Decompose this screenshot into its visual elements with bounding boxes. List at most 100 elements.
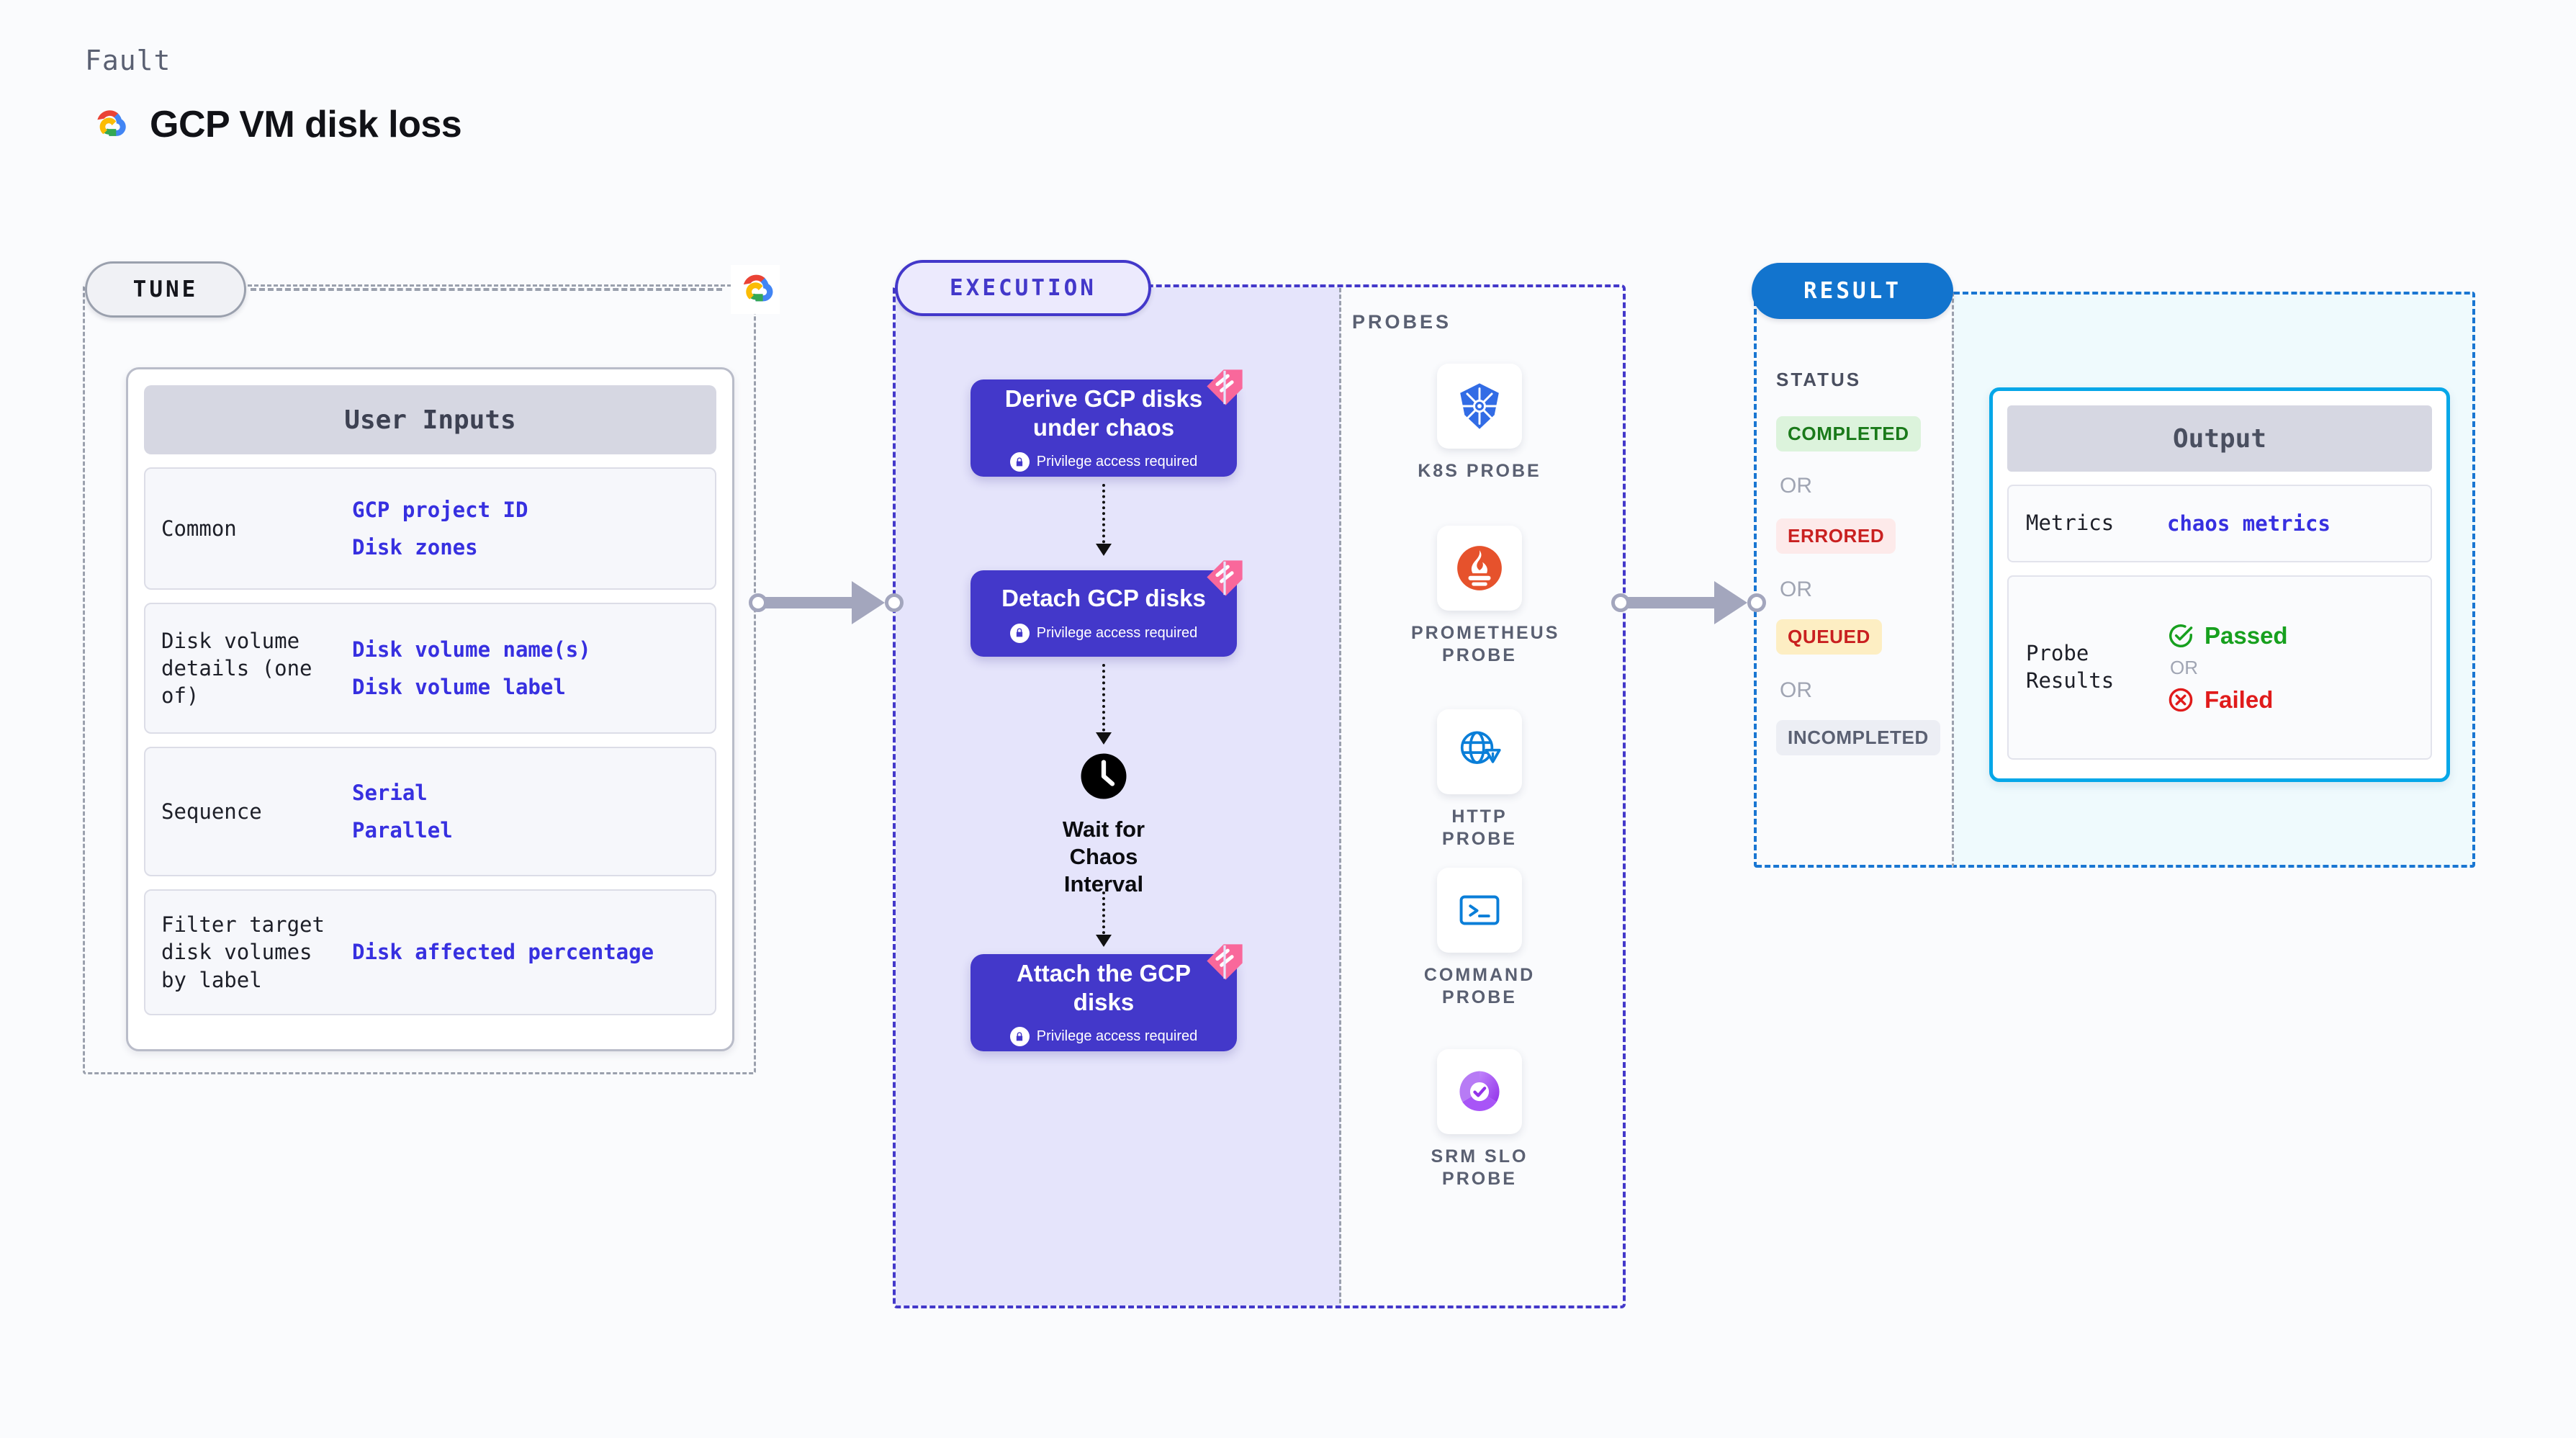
node-subtitle: Privilege access required	[1009, 1027, 1198, 1047]
http-globe-icon	[1460, 731, 1501, 764]
row-key: Common	[161, 516, 237, 541]
kubernetes-icon	[1460, 383, 1499, 429]
probe-tile	[1437, 526, 1522, 611]
page-header: GCP VM disk loss	[85, 101, 462, 148]
probe-label: PROMETHEUS PROBE	[1411, 623, 1560, 666]
output-card: Output Metrics chaos metrics Probe Resul…	[1989, 387, 2450, 782]
row-key: Filter target disk volumes by label	[161, 912, 325, 992]
probe-http[interactable]: HTTP PROBE	[1411, 709, 1548, 851]
status-or-label: OR	[1780, 678, 1812, 702]
probe-result-failed: Failed	[2167, 686, 2288, 714]
node-title: Derive GCP disks under chaos	[1004, 385, 1203, 441]
flow-node-derive-disks[interactable]: Derive GCP disks under chaos Privilege a…	[970, 369, 1243, 477]
connector-bar	[1627, 597, 1720, 608]
table-row: Common GCP project ID Disk zones	[144, 467, 716, 590]
status-badge-errored: ERRORED	[1776, 518, 1896, 554]
row-key: Sequence	[161, 799, 262, 824]
row-values: Serial Parallel	[352, 781, 453, 842]
row-values: Disk affected percentage	[352, 940, 654, 964]
status-badge-completed: COMPLETED	[1776, 416, 1921, 451]
flow-node-detach-disks[interactable]: Detach GCP disks Privilege access requir…	[970, 560, 1243, 657]
table-row: Disk volume details (one of) Disk volume…	[144, 603, 716, 734]
litmus-ribbon-icon	[1207, 944, 1243, 980]
lock-icon	[1009, 623, 1030, 643]
probe-result-label: Passed	[2205, 621, 2288, 649]
x-circle-icon	[2169, 688, 2193, 711]
probe-label: SRM SLO PROBE	[1431, 1146, 1528, 1190]
status-badge-incompleted: INCOMPLETED	[1776, 720, 1940, 755]
probe-tile	[1437, 364, 1522, 449]
execution-panel	[893, 284, 1626, 1308]
probe-result-label: Failed	[2205, 686, 2274, 713]
probe-label: K8S PROBE	[1418, 461, 1541, 481]
metrics-link[interactable]: chaos metrics	[2167, 511, 2330, 536]
status-section-label: STATUS	[1776, 369, 1862, 390]
row-key: Probe Results	[2026, 641, 2115, 693]
node-subtitle: Privilege access required	[1009, 452, 1198, 472]
tune-provider-icon	[731, 265, 780, 314]
user-inputs-heading: User Inputs	[144, 385, 716, 454]
probe-result-or-label: OR	[2170, 656, 2198, 678]
node-title: Detach GCP disks	[1001, 585, 1206, 612]
terminal-icon	[1459, 895, 1500, 925]
flow-node-attach-disks[interactable]: Attach the GCP disks Privilege access re…	[970, 944, 1243, 1051]
connector-arrowhead-icon	[1714, 581, 1747, 624]
connector-start-dot	[1611, 593, 1630, 612]
probe-k8s[interactable]: K8S PROBE	[1411, 364, 1548, 482]
input-link[interactable]: Parallel	[352, 818, 453, 842]
table-row: Sequence Serial Parallel	[144, 747, 716, 876]
row-values: GCP project ID Disk zones	[352, 498, 528, 560]
probe-label: COMMAND PROBE	[1423, 965, 1536, 1008]
probe-prometheus[interactable]: PROMETHEUS PROBE	[1411, 526, 1560, 668]
table-row: Probe Results Passed OR Failed	[2007, 575, 2432, 760]
connector-bar	[765, 597, 857, 608]
clock-icon	[1081, 753, 1127, 799]
node-subtitle-text: Privilege access required	[1036, 624, 1198, 641]
probes-divider	[1339, 288, 1341, 1303]
lock-icon	[1009, 452, 1030, 472]
probe-srm-slo[interactable]: SRM SLO PROBE	[1411, 1049, 1548, 1191]
srm-slo-icon	[1459, 1071, 1500, 1111]
node-title: Attach the GCP disks	[1016, 959, 1192, 1015]
input-link[interactable]: Disk volume label	[352, 675, 566, 699]
tune-pill-label: TUNE	[85, 261, 246, 318]
input-link[interactable]: Disk volume name(s)	[352, 637, 591, 662]
flow-arrow-icon	[1096, 484, 1112, 556]
input-link[interactable]: Disk affected percentage	[352, 940, 654, 965]
probe-label: HTTP PROBE	[1442, 806, 1517, 850]
connector-execution-to-result	[1611, 581, 1766, 624]
node-subtitle: Privilege access required	[1009, 623, 1198, 643]
lock-icon	[1009, 1027, 1030, 1047]
probe-result-values: Passed OR Failed	[2167, 622, 2288, 714]
status-or-label: OR	[1780, 474, 1812, 498]
probe-result-passed: Passed	[2167, 622, 2288, 650]
input-link[interactable]: Disk zones	[352, 535, 478, 560]
connector-end-dot	[885, 593, 904, 612]
row-key: Disk volume details (one of)	[161, 628, 312, 709]
probe-command[interactable]: COMMAND PROBE	[1411, 868, 1548, 1010]
table-row: Filter target disk volumes by label Disk…	[144, 889, 716, 1015]
row-values: Disk volume name(s) Disk volume label	[352, 637, 591, 699]
user-inputs-card: User Inputs Common GCP project ID Disk z…	[126, 367, 734, 1051]
node-subtitle-text: Privilege access required	[1036, 454, 1198, 470]
row-key: Metrics	[2026, 511, 2115, 536]
input-link[interactable]: GCP project ID	[352, 497, 528, 522]
page-title: GCP VM disk loss	[150, 104, 462, 145]
page-kicker: Fault	[85, 45, 171, 76]
node-subtitle-text: Privilege access required	[1036, 1028, 1198, 1045]
tune-dashed-connector	[251, 288, 722, 291]
input-link[interactable]: Serial	[352, 780, 428, 805]
result-pill-label: RESULT	[1752, 263, 1953, 319]
table-row: Metrics chaos metrics	[2007, 485, 2432, 562]
status-or-label: OR	[1780, 578, 1812, 601]
probes-section-label: PROBES	[1352, 311, 1452, 333]
litmus-ribbon-icon	[1207, 369, 1243, 405]
execution-pill-label: EXECUTION	[895, 260, 1151, 316]
connector-start-dot	[749, 593, 767, 612]
flow-arrow-icon	[1096, 891, 1112, 947]
wait-label: Wait for Chaos Interval	[1062, 817, 1145, 896]
probe-tile	[1437, 1049, 1522, 1134]
connector-tune-to-execution	[749, 581, 904, 624]
probe-tile	[1437, 709, 1522, 794]
